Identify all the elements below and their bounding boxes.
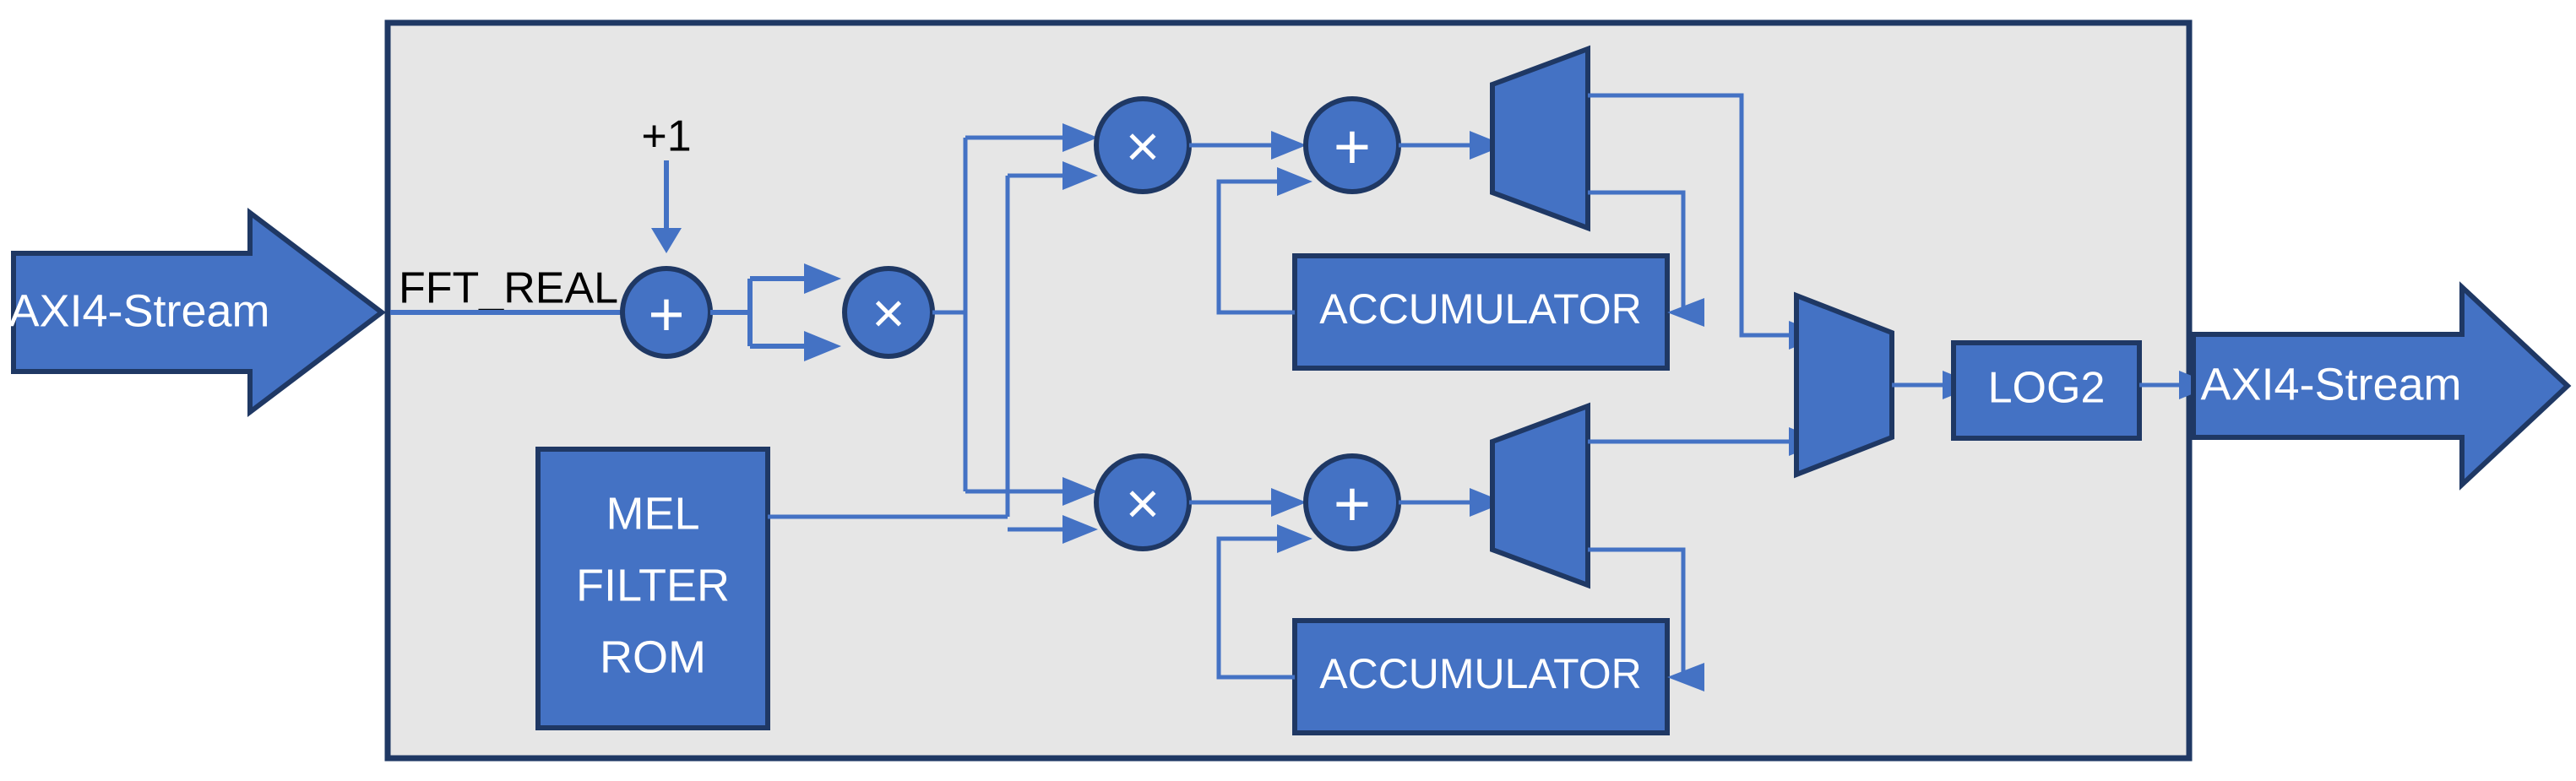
demux-bottom-block[interactable] [1490, 402, 1590, 589]
wire-demuxbottom-to-accumbottom [1588, 547, 1704, 692]
mel-rom-label-line1: MEL [606, 488, 699, 539]
accumulator-top-block[interactable]: ACCUMULATOR [1292, 253, 1670, 371]
mux-output-block[interactable] [1794, 291, 1894, 479]
multiplier-top-block[interactable]: × [1094, 96, 1192, 194]
multiply-icon: × [1126, 113, 1160, 179]
output-stream-arrow-label: AXI4-Stream [2200, 359, 2461, 409]
adder-bottom-block[interactable]: + [1303, 453, 1401, 551]
multiplier-bottom-block[interactable]: × [1094, 453, 1192, 551]
plus-icon: + [648, 279, 684, 350]
mel-rom-label-line2: FILTER [576, 560, 730, 610]
accumulator-top-label: ACCUMULATOR [1319, 285, 1642, 333]
wire-multtop-to-addertop [1189, 131, 1307, 160]
adder-top-block[interactable]: + [1303, 96, 1401, 194]
wire-accumbottom-to-adderbottom [1216, 524, 1312, 680]
wire-demuxtop-to-accumtop [1588, 190, 1704, 327]
plus-icon: + [1334, 469, 1371, 540]
accumulator-bottom-label: ACCUMULATOR [1319, 650, 1642, 697]
wire-addertop-to-demuxtop [1399, 131, 1505, 160]
log2-block[interactable]: LOG2 [1951, 340, 2142, 441]
wire-accumtop-to-addertop [1216, 167, 1312, 315]
wire-square-to-multipliers [932, 123, 1098, 506]
wire-multbottom-to-adderbottom [1189, 488, 1307, 517]
fft-real-signal-label: FFT_REAL [399, 264, 618, 313]
multiply-icon: × [872, 281, 905, 345]
wire-adderbottom-to-demuxbottom [1399, 488, 1505, 517]
mel-filter-rom-block[interactable]: MEL FILTER ROM [535, 447, 770, 730]
wire-adder-to-square-mult [710, 263, 841, 361]
log2-label: LOG2 [1988, 364, 2106, 413]
output-stream-arrow: AXI4-Stream [2191, 281, 2572, 491]
multiply-icon: × [1126, 470, 1160, 536]
mel-rom-label-line3: ROM [600, 632, 706, 682]
wire-bias-to-adder [651, 160, 682, 253]
input-stream-arrow-label: AXI4-Stream [8, 285, 269, 336]
plus-icon: + [1334, 111, 1371, 183]
bias-plus-one-label: +1 [641, 112, 691, 161]
multiplier-square-block[interactable]: × [842, 266, 935, 359]
demux-top-block[interactable] [1490, 45, 1590, 232]
accumulator-bottom-block[interactable]: ACCUMULATOR [1292, 618, 1670, 735]
input-stream-arrow: AXI4-Stream [8, 207, 386, 418]
adder-bias-block[interactable]: + [620, 266, 713, 359]
wire-melrom-to-multipliers [768, 161, 1098, 544]
